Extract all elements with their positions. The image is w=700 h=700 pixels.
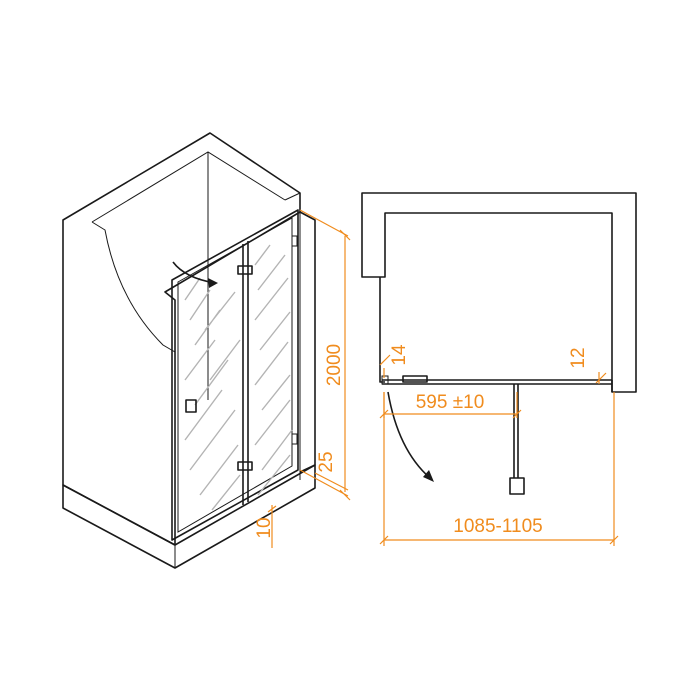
- plan-swing-arc: [387, 391, 431, 479]
- plan-door-line: [382, 379, 612, 385]
- plan-view: 14 12 595 ±10 1085-1105: [361, 192, 637, 546]
- shower-base: [62, 464, 316, 569]
- total-width-dimension: 1085-1105: [379, 392, 619, 546]
- curved-left-wall: [91, 221, 176, 353]
- glass-pattern-right: [254, 244, 293, 496]
- door-width-dimension: 595 ±10: [379, 392, 522, 419]
- height-dimension: 2000: [299, 209, 351, 501]
- door-handle-icon: [185, 399, 197, 413]
- top-hinge-icon: [237, 265, 253, 275]
- plan-panel-end-icon: [509, 477, 525, 495]
- wall-hinge-bottom-icon: [291, 433, 298, 445]
- threshold-dimension: 10: [254, 505, 277, 548]
- niche-inner-back-wall: [91, 151, 286, 400]
- plan-hinge-icon: [402, 375, 428, 383]
- bottom-gap-dimension: 25: [314, 451, 349, 491]
- niche-outer-outline: [62, 132, 301, 546]
- plan-left-profile-icon: [381, 375, 389, 385]
- opening-arrowhead-icon: [208, 278, 218, 288]
- plan-swing-arrowhead-icon: [423, 470, 434, 482]
- niche-right-edge: [284, 192, 301, 480]
- plan-left-wall-stub: [379, 277, 385, 383]
- threshold-label: 10: [254, 517, 275, 538]
- plan-folded-panel: [513, 384, 519, 478]
- right-offset-dimension: 12: [568, 347, 607, 384]
- isometric-view: 2000 25 10: [62, 132, 351, 569]
- bottom-gap-label: 25: [316, 451, 337, 472]
- left-offset-label: 14: [389, 344, 410, 366]
- door-frame-inner: [177, 217, 293, 533]
- bottom-hinge-icon: [237, 461, 253, 471]
- right-offset-label: 12: [568, 347, 589, 368]
- left-offset-dimension: 14: [379, 344, 410, 378]
- right-wall-profile: [299, 211, 316, 473]
- plan-walls: [361, 192, 637, 393]
- panel-divider: [242, 241, 249, 505]
- total-width-label: 1085-1105: [453, 516, 542, 537]
- door-width-label: 595 ±10: [416, 392, 485, 413]
- wall-hinge-top-icon: [291, 235, 298, 247]
- glass-pattern-left: [184, 277, 241, 511]
- door-frame: [171, 209, 299, 541]
- height-label: 2000: [324, 344, 345, 386]
